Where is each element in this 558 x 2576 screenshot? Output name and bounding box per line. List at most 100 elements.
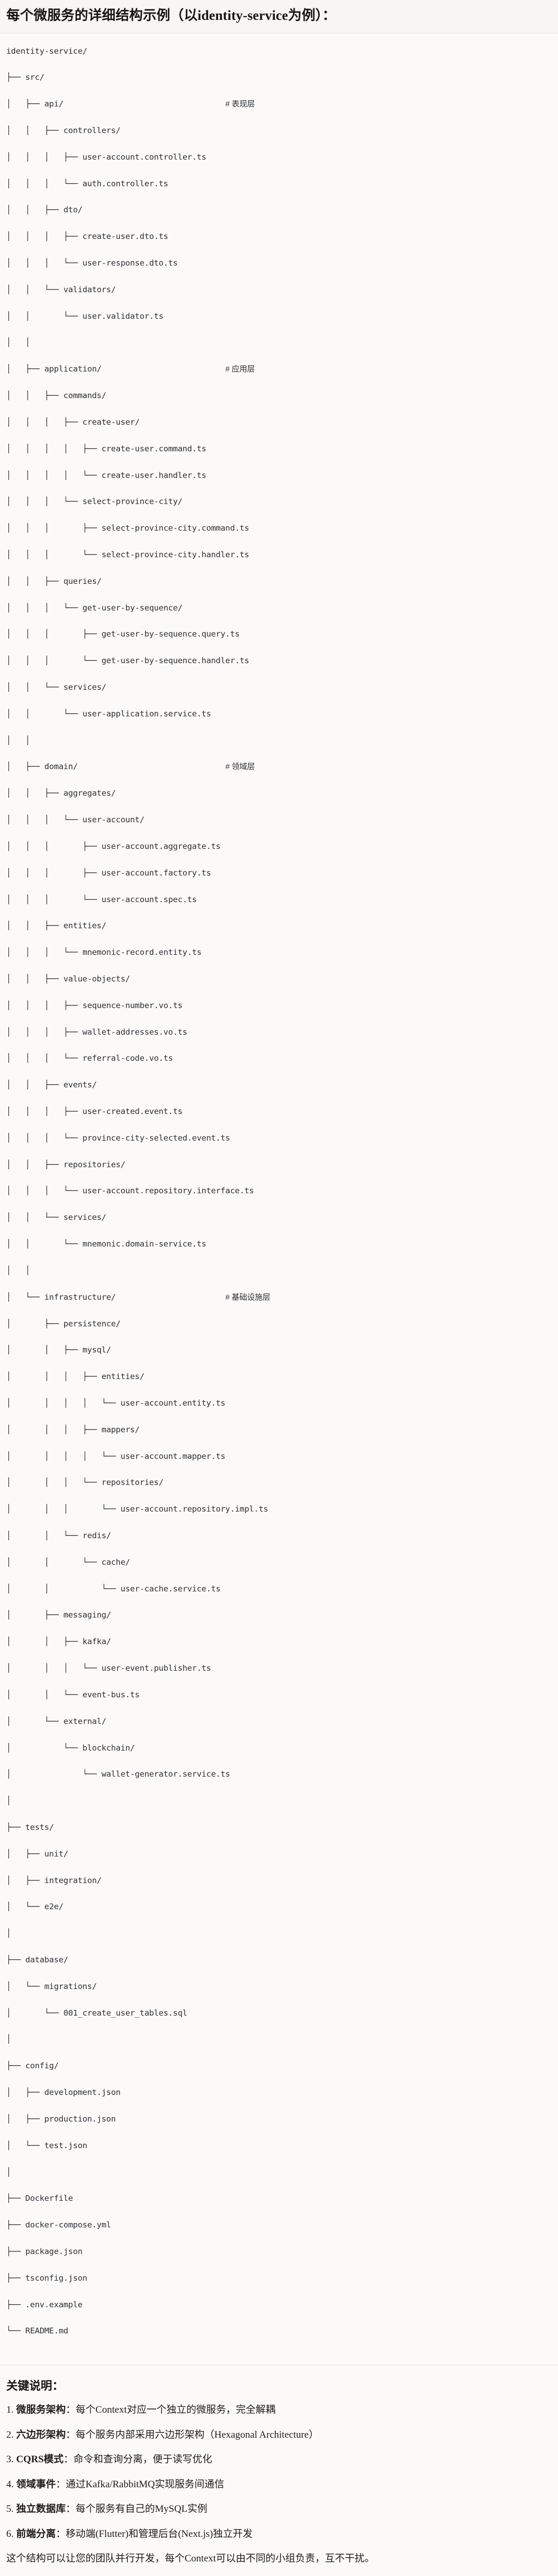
tree-row: │ │ ├── queries/ [6,575,552,588]
tree-row: │ │ │ └── user-account.spec.ts [6,893,552,906]
tree-node-label: │ │ │ └── user-event.publisher.ts [6,1663,211,1673]
tree-row: │ [6,1927,552,1940]
tree-row: │ │ │ ├── create-user/ [6,416,552,429]
tree-node-label: │ │ │ └── mnemonic-record.entity.ts [6,948,202,957]
tree-node-label: │ └── external/ [6,1716,106,1726]
directory-tree-section: identity-service/ ├── src/ │ ├── api/ # … [0,33,558,2366]
tree-node-label: │ │ │ ├── create-user.dto.ts [6,232,168,242]
tree-comment-spacer [102,364,225,374]
key-note-number: 3. [6,2454,14,2465]
tree-row: │ │ │ ├── user-account.aggregate.ts [6,840,552,853]
tree-row: │ │ └── validators/ [6,283,552,296]
tree-row: │ │ │ ├── sequence-number.vo.ts [6,999,552,1012]
tree-row: │ │ [6,734,552,747]
tree-node-label: │ │ ├── repositories/ [6,1159,126,1169]
key-note-lead: 六边形架构 [16,2429,66,2440]
tree-row: │ ├── messaging/ [6,1609,552,1622]
page-title: 每个微服务的详细结构示例（以identity-service为例）： [6,8,336,23]
tree-node-label: │ │ │ └── user-account.spec.ts [6,894,197,904]
tree-node-label: │ └── e2e/ [6,1902,64,1912]
tree-row: │ └── test.json [6,2139,552,2152]
tree-row: │ └── e2e/ [6,1900,552,1913]
key-note-item: 6. 前端分离：移动端(Flutter)和管理后台(Next.js)独立开发 [6,2527,552,2542]
tree-row: │ ├── domain/ # 领域层 [6,760,552,773]
tree-row: │ │ [6,1264,552,1277]
tree-node-label: │ [6,1796,11,1806]
key-note-lead: 前端分离 [16,2528,56,2539]
tree-row: │ │ ├── commands/ [6,389,552,402]
tree-row: │ │ ├── aggregates/ [6,787,552,800]
tree-node-label: │ │ │ └── get-user-by-sequence.handler.t… [6,656,249,666]
tree-node-label: ├── docker-compose.yml [6,2220,111,2230]
key-note-lead: 领域事件 [16,2478,56,2490]
tree-row: │ │ └── mnemonic.domain-service.ts [6,1238,552,1251]
tree-row: │ │ ├── controllers/ [6,124,552,137]
key-note-body: 每个服务内部采用六边形架构（Hexagonal Architecture） [76,2429,319,2440]
tree-node-label: │ │ ├── mysql/ [6,1345,111,1355]
tree-node-label: │ │ ├── controllers/ [6,125,121,135]
tree-layer-comment: # 表现层 [225,100,255,109]
tree-row: ├── Dockerfile [6,2192,552,2205]
tree-node-label: │ │ └── services/ [6,682,106,692]
tree-comment-spacer [64,99,225,109]
tree-row: ├── docker-compose.yml [6,2219,552,2232]
tree-node-label: │ │ ├── dto/ [6,205,83,215]
tree-row: │ │ │ ├── user-account.factory.ts [6,867,552,880]
tree-node-label: │ │ └── validators/ [6,284,116,294]
key-note-body: 移动端(Flutter)和管理后台(Next.js)独立开发 [66,2528,253,2539]
tree-node-label: │ │ │ └── user-account.repository.interf… [6,1186,254,1196]
tree-node-label: ├── Dockerfile [6,2194,73,2203]
tree-node-label: │ └── blockchain/ [6,1743,135,1753]
key-note-item: 1. 微服务架构：每个Context对应一个独立的微服务，完全解耦 [6,2403,552,2417]
tree-node-label: │ └── wallet-generator.service.ts [6,1769,231,1779]
tree-row: │ │ │ └── select-province-city/ [6,495,552,508]
tree-node-label: │ │ └── redis/ [6,1531,111,1540]
tree-row: ├── database/ [6,1954,552,1967]
tree-row: │ │ │ └── mnemonic-record.entity.ts [6,946,552,959]
title-section: 每个微服务的详细结构示例（以identity-service为例）： [0,0,558,33]
tree-node-label: │ │ └── event-bus.ts [6,1690,140,1699]
tree-row: │ │ └── services/ [6,681,552,694]
tree-node-label: │ │ │ └── user-account/ [6,815,144,825]
tree-node-label: │ │ │ └── select-province-city/ [6,497,183,507]
tree-node-label: │ │ │ └── get-user-by-sequence/ [6,603,183,613]
tree-node-label: │ [6,1928,11,1938]
tree-node-label: │ │ │ ├── get-user-by-sequence.query.ts [6,629,240,639]
tree-row: │ │ │ ├── entities/ [6,1370,552,1383]
tree-node-label: │ │ ├── kafka/ [6,1637,111,1647]
tree-row: │ │ │ └── referral-code.vo.ts [6,1052,552,1065]
tree-node-label: │ │ ├── commands/ [6,391,106,401]
tree-row: │ │ ├── value-objects/ [6,973,552,986]
tree-node-label: │ │ │ └── select-province-city.handler.t… [6,549,249,559]
tree-node-label: │ │ ├── entities/ [6,921,106,931]
tree-row: │ ├── application/ # 应用层 [6,363,552,376]
key-note-body: 命令和查询分离，便于读写优化 [73,2454,212,2465]
tree-row: │ │ [6,336,552,349]
tree-row: │ │ └── user-application.service.ts [6,708,552,721]
tree-row: │ │ ├── mysql/ [6,1344,552,1357]
tree-node-label: │ │ │ ├── user-account.controller.ts [6,152,207,162]
tree-node-label: │ │ └── services/ [6,1213,106,1223]
tree-row: │ └── 001_create_user_tables.sql [6,2007,552,2020]
tree-row: │ │ │ ├── mappers/ [6,1423,552,1436]
key-note-separator: ： [63,2454,74,2465]
tree-comment-spacer [78,762,225,771]
tree-node-label: │ │ │ ├── sequence-number.vo.ts [6,1000,183,1010]
tree-node-label: │ ├── integration/ [6,1875,102,1885]
tree-row: │ └── wallet-generator.service.ts [6,1768,552,1781]
tree-node-label: └── README.md [6,2326,68,2336]
tree-row: │ └── external/ [6,1715,552,1728]
tree-row: │ │ │ ├── select-province-city.command.t… [6,522,552,535]
tree-row: ├── tests/ [6,1821,552,1834]
tree-node-label: │ ├── persistence/ [6,1319,121,1328]
tree-layer-comment: # 应用层 [225,365,255,374]
key-note-lead: CQRS模式 [16,2454,64,2465]
key-note-body: 通过Kafka/RabbitMQ实现服务间通信 [66,2478,225,2490]
tree-node-label: ├── database/ [6,1955,68,1964]
tree-node-label: │ │ ├── queries/ [6,576,102,586]
tree-node-label: │ ├── api/ [6,99,64,109]
tree-row: │ │ │ └── get-user-by-sequence/ [6,602,552,615]
tree-node-label: │ │ [6,338,30,348]
tree-node-label: ├── package.json [6,2246,83,2256]
